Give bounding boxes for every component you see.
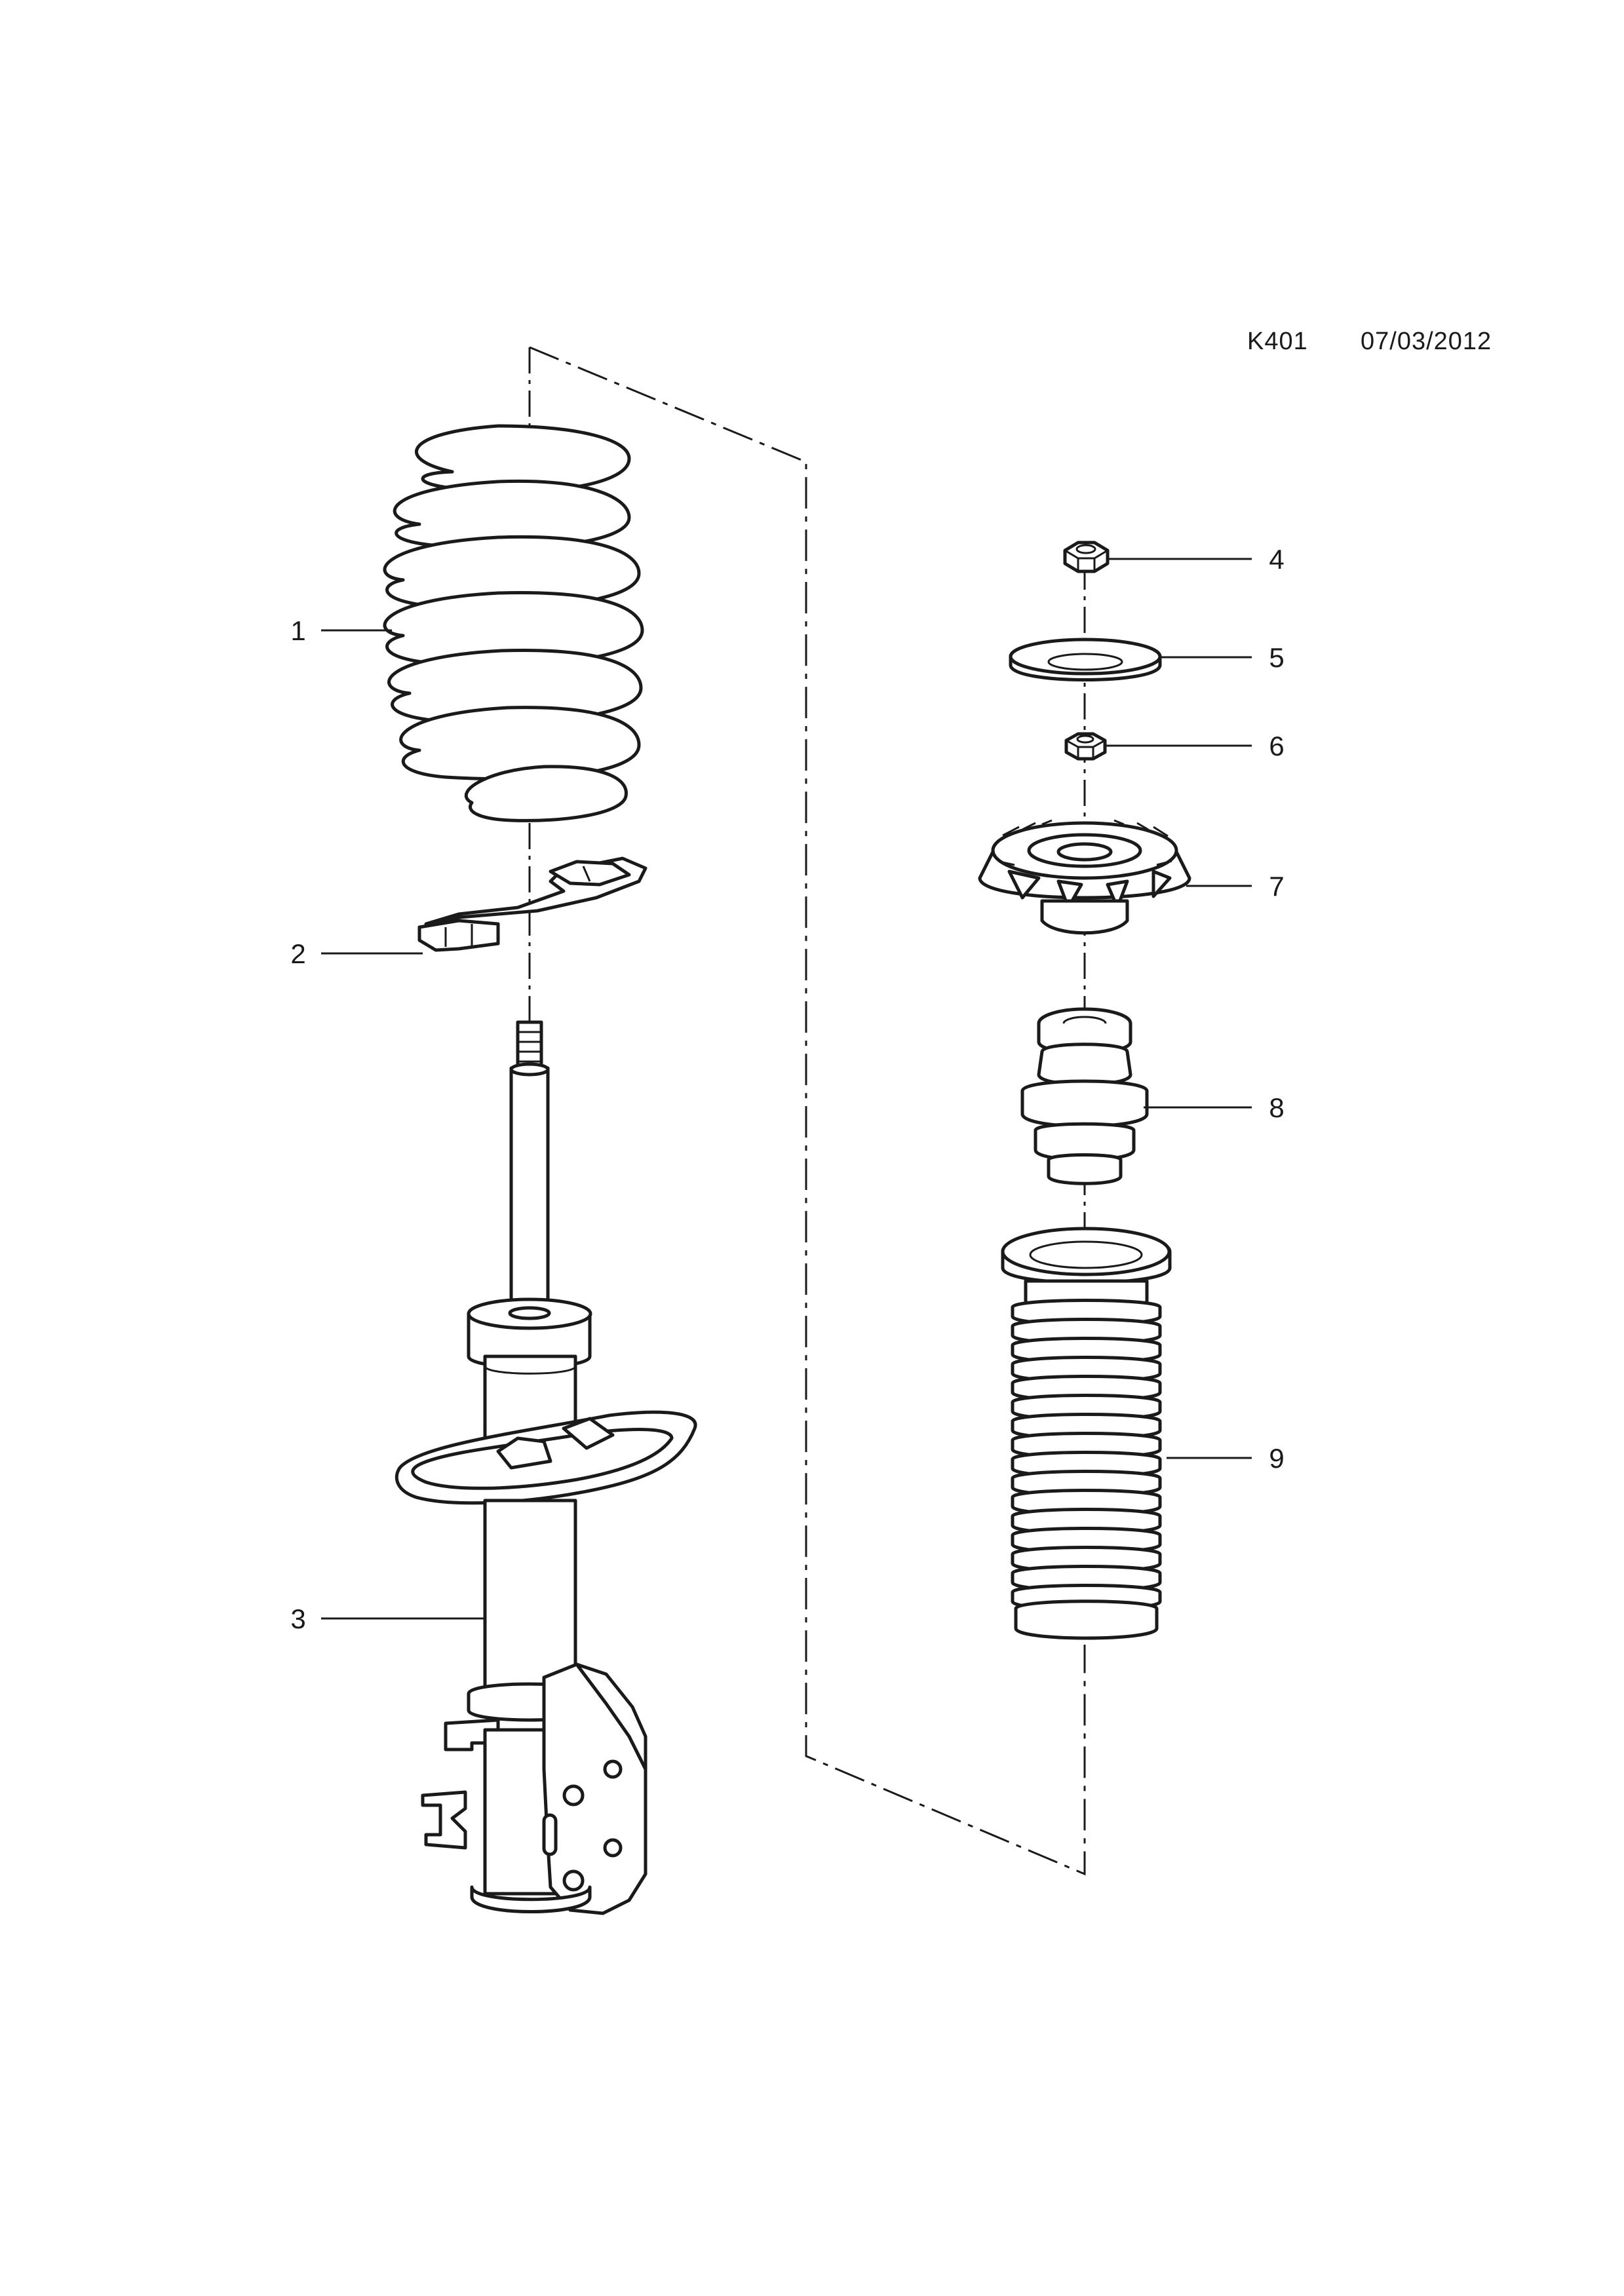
shock-absorber-strut-icon: [395, 1020, 697, 1915]
callout-7: 7: [1269, 871, 1284, 902]
diagram-date: 07/03/2012: [1361, 328, 1492, 355]
callout-4: 4: [1269, 544, 1284, 575]
strut-mount-icon: [978, 819, 1191, 935]
dust-boot-icon: [1001, 1227, 1172, 1640]
hex-nut-icon: [1063, 541, 1110, 573]
callout-8: 8: [1269, 1092, 1284, 1123]
callout-1: 1: [290, 615, 305, 646]
callout-9: 9: [1269, 1443, 1284, 1474]
callout-5: 5: [1269, 642, 1284, 673]
callout-6: 6: [1269, 731, 1284, 761]
diagram-code: K401: [1247, 328, 1308, 355]
assembly-frame: [529, 346, 1086, 1876]
washer-icon: [1009, 638, 1162, 681]
callout-2: 2: [290, 938, 305, 969]
coil-spring-icon: [383, 424, 644, 822]
hex-nut-icon: [1064, 732, 1107, 761]
spring-seat-insulator-icon: [417, 856, 648, 952]
callout-3: 3: [290, 1603, 305, 1634]
bump-stop-icon: [1020, 1007, 1149, 1185]
